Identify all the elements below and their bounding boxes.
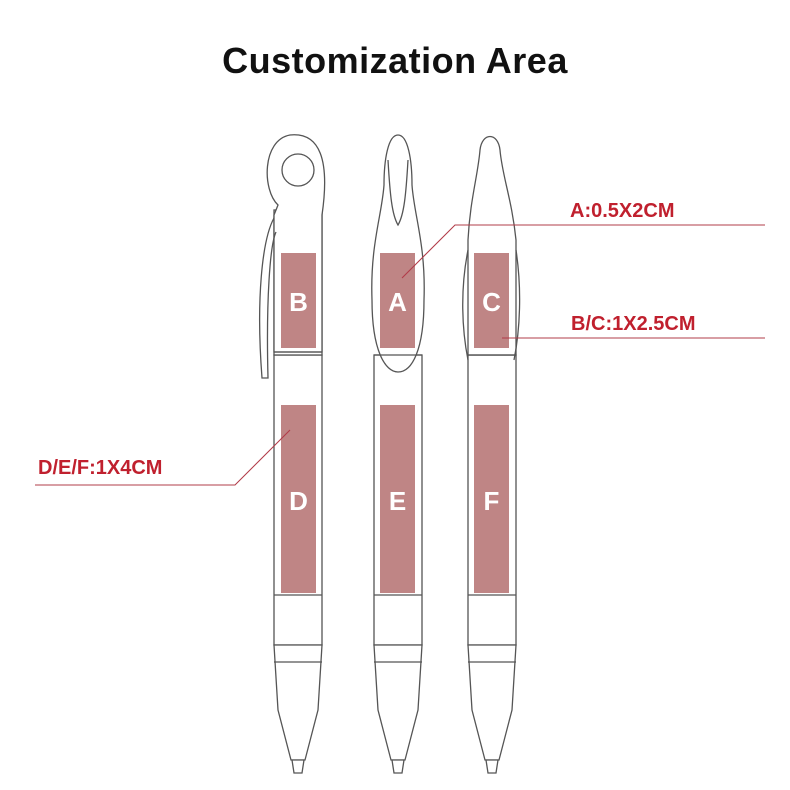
pen-right-tip (467, 644, 517, 761)
area-b-label: B (289, 287, 308, 317)
area-f-label: F (484, 486, 500, 516)
callout-a-text: A:0.5X2CM (570, 200, 674, 222)
area-e-label: E (389, 486, 406, 516)
pen-left: B D (259, 134, 326, 774)
area-a-label: A (388, 287, 407, 317)
area-f (474, 405, 509, 593)
callout-def-text: D/E/F:1X4CM (38, 457, 162, 479)
area-c (474, 253, 509, 348)
area-b (281, 253, 316, 348)
callout-bc: B/C:1X2.5CM (502, 313, 765, 339)
ring-hole-icon (281, 153, 315, 187)
area-c-label: C (482, 287, 501, 317)
area-d (281, 405, 316, 593)
area-e (380, 405, 415, 593)
pen-left-tip (273, 644, 323, 761)
callout-a: A:0.5X2CM (401, 200, 765, 279)
callout-bc-text: B/C:1X2.5CM (571, 313, 695, 335)
pen-middle: A E (371, 134, 425, 774)
area-a (380, 253, 415, 348)
leader-line-a (401, 224, 765, 279)
leader-line-def (35, 429, 291, 486)
area-d-label: D (289, 486, 308, 516)
callout-def: D/E/F:1X4CM (35, 429, 291, 486)
pen-right: C F (462, 135, 521, 774)
pen-middle-tip (373, 644, 423, 761)
diagram-title: Customization Area (222, 40, 568, 81)
